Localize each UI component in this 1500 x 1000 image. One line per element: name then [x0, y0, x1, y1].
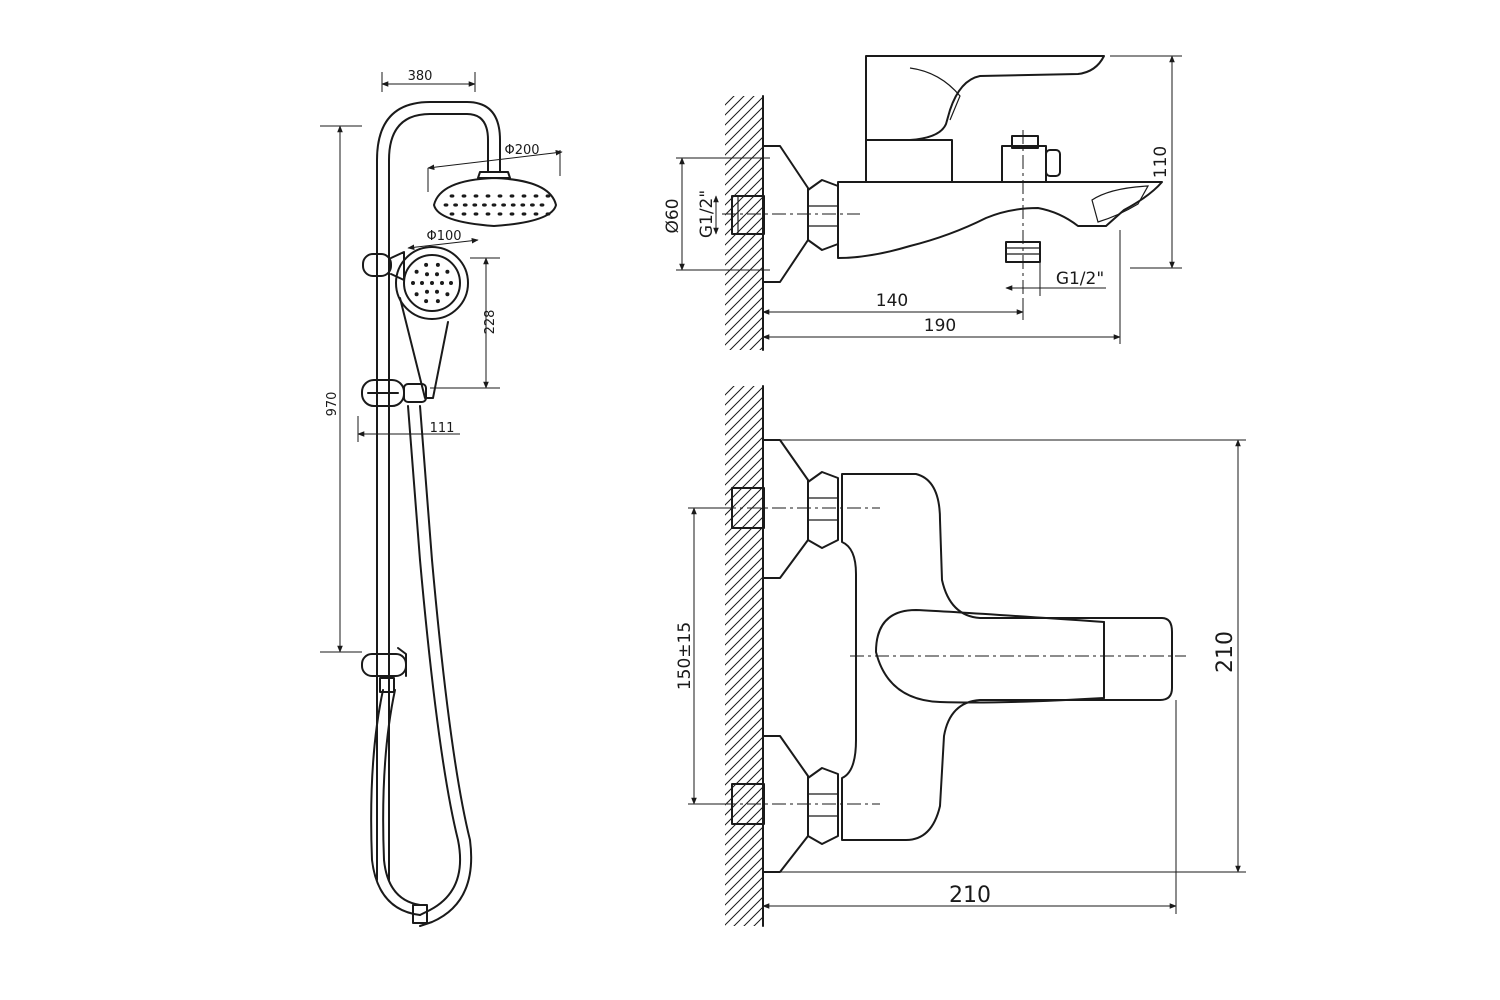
mixer-top-view: 150±15 210 210 — [675, 385, 1246, 927]
dim-hand-height: 228 — [483, 310, 498, 335]
rain-nozzle — [530, 203, 535, 207]
rain-nozzle — [473, 212, 479, 216]
lower-bracket — [361, 647, 407, 693]
rain-nozzle — [545, 194, 551, 198]
upper-bracket — [362, 251, 405, 281]
hand-nozzle — [449, 281, 453, 285]
rain-nozzle — [472, 203, 478, 207]
dim-outlet-offset: 140 — [876, 291, 908, 311]
rain-shower-head — [433, 171, 557, 227]
hand-nozzle — [435, 272, 439, 277]
shower-column-drawing: 380 Φ200 Φ100 228 970 111 — [320, 69, 563, 927]
rain-nozzle — [521, 212, 527, 216]
rain-nozzle — [533, 194, 539, 198]
dim-inlet-thread: G1/2" — [697, 190, 717, 238]
rain-nozzle — [461, 212, 467, 216]
rain-nozzle — [533, 212, 539, 216]
hand-nozzle — [435, 262, 440, 267]
rain-nozzle — [449, 212, 455, 216]
hand-nozzle — [425, 272, 429, 277]
dim-holder-offset: 111 — [430, 421, 455, 436]
rain-nozzle — [482, 203, 487, 207]
hand-nozzle — [414, 269, 419, 274]
riser-pipe — [376, 101, 501, 881]
rain-nozzle — [509, 194, 515, 198]
hand-nozzle — [435, 289, 439, 294]
rain-nozzle — [545, 212, 551, 216]
hand-nozzle — [420, 281, 424, 285]
rain-nozzle — [443, 203, 449, 207]
riser-pipe-inner — [388, 113, 489, 881]
diverter-knob — [1001, 135, 1061, 183]
rain-nozzle — [520, 203, 526, 207]
hand-nozzle — [411, 281, 415, 285]
hand-nozzle — [445, 292, 450, 297]
hand-nozzle — [414, 292, 419, 297]
dim-inlet-centres: 150±15 — [675, 622, 695, 690]
dim-head-diameter: Φ200 — [504, 143, 539, 158]
cartridge — [865, 139, 953, 183]
shower-hose — [407, 405, 473, 927]
wall-hatch-top — [725, 386, 763, 926]
dim-column-height: 970 — [325, 392, 340, 417]
dim-top-width: 210 — [1213, 631, 1238, 673]
mixer-body-top — [841, 473, 1173, 841]
rain-nozzle — [485, 194, 491, 198]
hand-nozzle — [435, 299, 440, 304]
hose-connector — [412, 904, 428, 924]
rain-nozzle — [461, 194, 467, 198]
dim-flange-diameter: Ø60 — [663, 198, 683, 233]
hex-nut — [807, 179, 839, 251]
hand-nozzle — [430, 281, 434, 285]
rain-nozzle — [473, 194, 479, 198]
rain-nozzle — [509, 212, 515, 216]
dim-mixer-depth: 190 — [924, 316, 956, 336]
rain-nozzle — [485, 212, 491, 216]
dim-top-depth: 210 — [949, 883, 991, 908]
slide-holder — [361, 379, 427, 407]
rain-nozzle — [510, 203, 516, 207]
rain-nozzle — [501, 203, 506, 207]
hand-shower — [395, 246, 469, 399]
hand-nozzle — [424, 299, 429, 304]
hand-nozzle — [425, 289, 429, 294]
hand-nozzle — [424, 262, 429, 267]
mixer-body-side — [837, 181, 1163, 259]
mixer-side-view: Ø60 G1/2" 110 G1/2" 140 190 — [663, 55, 1182, 351]
rain-nozzle — [497, 212, 503, 216]
rain-nozzle — [449, 194, 455, 198]
rain-nozzle — [521, 194, 527, 198]
dim-outlet-thread: G1/2" — [1056, 269, 1104, 289]
shower-hose-loop — [370, 689, 421, 916]
dim-mixer-height: 110 — [1151, 146, 1171, 178]
dim-hand-diameter: Φ100 — [426, 229, 461, 244]
lever-handle — [865, 55, 1105, 141]
rain-nozzle — [453, 203, 458, 207]
rain-nozzle — [497, 194, 503, 198]
rain-nozzle — [491, 203, 497, 207]
hand-nozzle — [445, 269, 450, 274]
dim-arm-length: 380 — [408, 69, 433, 84]
rain-nozzle — [462, 203, 468, 207]
wall-hatch-side — [725, 96, 763, 350]
hand-nozzle — [440, 281, 444, 285]
rain-nozzle — [539, 203, 545, 207]
